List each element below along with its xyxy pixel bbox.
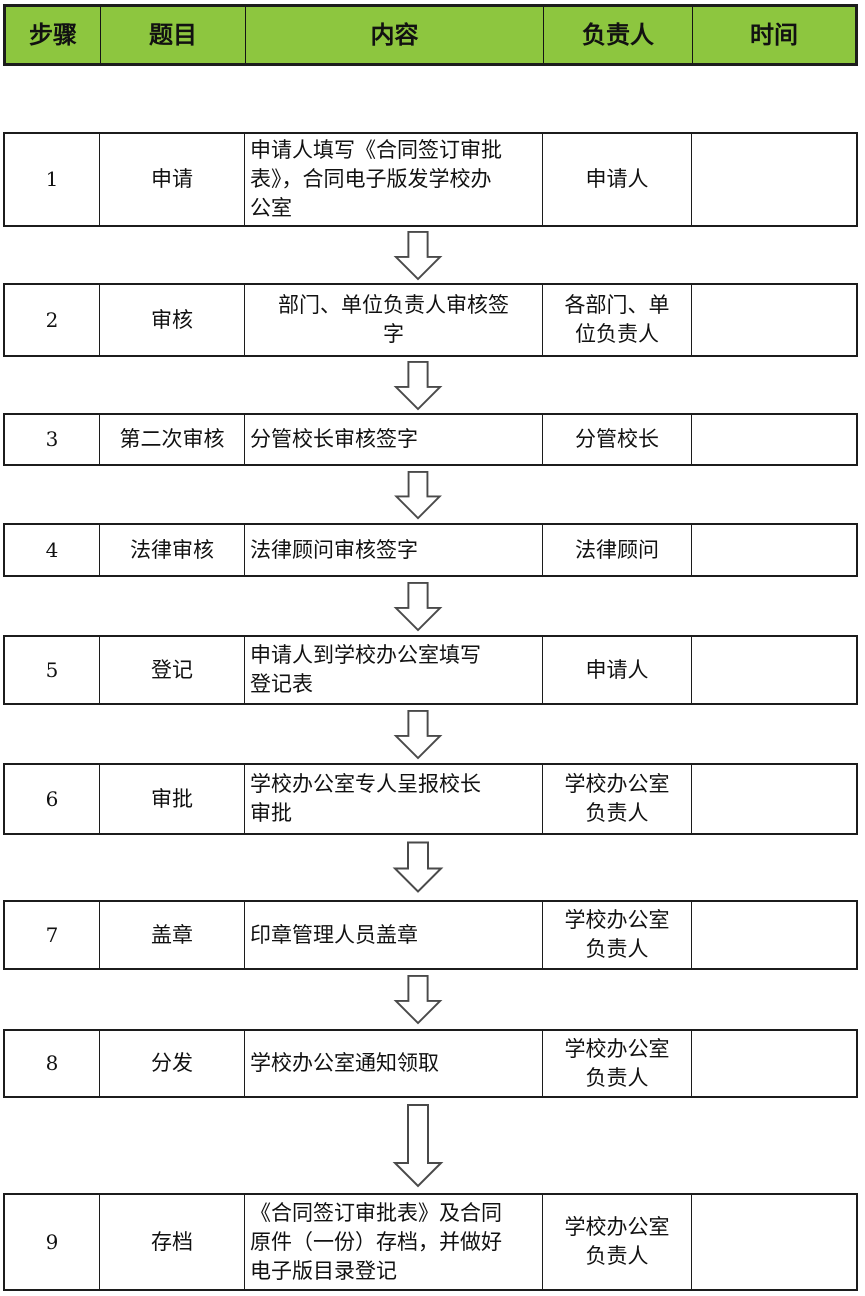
process-row-6: 6 审批 学校办公室专人呈报校长 审批 学校办公室 负责人 (3, 763, 858, 835)
owner-cell: 法律顾问 (543, 525, 692, 575)
owner-cell: 各部门、单 位负责人 (543, 285, 692, 355)
down-arrow-icon (392, 582, 444, 632)
owner-cell: 申请人 (543, 134, 692, 225)
header-step: 步骤 (6, 7, 101, 63)
step-cell: 6 (5, 765, 100, 833)
content-cell: 《合同签订审批表》及合同 原件（一份）存档，并做好 电子版目录登记 (245, 1195, 543, 1289)
content-cell: 法律顾问审核签字 (245, 525, 543, 575)
down-arrow-icon (392, 841, 444, 894)
title-cell: 法律审核 (100, 525, 245, 575)
header-content: 内容 (246, 7, 544, 63)
time-cell (692, 902, 856, 968)
process-row-1: 1 申请 申请人填写《合同签订审批 表》，合同电子版发学校办 公室 申请人 (3, 132, 858, 227)
time-cell (692, 415, 856, 464)
title-cell: 审核 (100, 285, 245, 355)
owner-cell: 学校办公室 负责人 (543, 1195, 692, 1289)
title-cell: 盖章 (100, 902, 245, 968)
header-owner: 负责人 (544, 7, 693, 63)
time-cell (692, 1031, 856, 1096)
process-row-2: 2 审核 部门、单位负责人审核签 字 各部门、单 位负责人 (3, 283, 858, 357)
time-cell (692, 1195, 856, 1289)
time-cell (692, 525, 856, 575)
owner-cell: 申请人 (543, 637, 692, 703)
down-arrow-icon (392, 471, 444, 520)
title-cell: 申请 (100, 134, 245, 225)
down-arrow-icon (392, 361, 444, 411)
down-arrow-icon (392, 975, 444, 1025)
step-cell: 7 (5, 902, 100, 968)
process-row-7: 7 盖章 印章管理人员盖章 学校办公室 负责人 (3, 900, 858, 970)
time-cell (692, 134, 856, 225)
title-cell: 存档 (100, 1195, 245, 1289)
title-cell: 第二次审核 (100, 415, 245, 464)
process-row-8: 8 分发 学校办公室通知领取 学校办公室 负责人 (3, 1029, 858, 1098)
step-cell: 3 (5, 415, 100, 464)
process-row-9: 9 存档 《合同签订审批表》及合同 原件（一份）存档，并做好 电子版目录登记 学… (3, 1193, 858, 1291)
table-header: 步骤 题目 内容 负责人 时间 (3, 4, 858, 66)
down-arrow-icon (392, 710, 444, 760)
content-cell: 申请人到学校办公室填写 登记表 (245, 637, 543, 703)
owner-cell: 分管校长 (543, 415, 692, 464)
step-cell: 9 (5, 1195, 100, 1289)
content-cell: 分管校长审核签字 (245, 415, 543, 464)
title-cell: 登记 (100, 637, 245, 703)
down-arrow-icon (392, 231, 444, 281)
header-title: 题目 (101, 7, 246, 63)
content-cell: 学校办公室通知领取 (245, 1031, 543, 1096)
owner-cell: 学校办公室 负责人 (543, 1031, 692, 1096)
step-cell: 1 (5, 134, 100, 225)
title-cell: 审批 (100, 765, 245, 833)
owner-cell: 学校办公室 负责人 (543, 765, 692, 833)
owner-cell: 学校办公室 负责人 (543, 902, 692, 968)
process-row-4: 4 法律审核 法律顾问审核签字 法律顾问 (3, 523, 858, 577)
content-cell: 学校办公室专人呈报校长 审批 (245, 765, 543, 833)
title-cell: 分发 (100, 1031, 245, 1096)
time-cell (692, 765, 856, 833)
time-cell (692, 285, 856, 355)
step-cell: 8 (5, 1031, 100, 1096)
process-row-5: 5 登记 申请人到学校办公室填写 登记表 申请人 (3, 635, 858, 705)
header-time: 时间 (693, 7, 855, 63)
process-row-3: 3 第二次审核 分管校长审核签字 分管校长 (3, 413, 858, 466)
down-arrow-icon (392, 1104, 444, 1188)
step-cell: 2 (5, 285, 100, 355)
time-cell (692, 637, 856, 703)
content-cell: 申请人填写《合同签订审批 表》，合同电子版发学校办 公室 (245, 134, 543, 225)
step-cell: 5 (5, 637, 100, 703)
content-cell: 印章管理人员盖章 (245, 902, 543, 968)
step-cell: 4 (5, 525, 100, 575)
content-cell: 部门、单位负责人审核签 字 (245, 285, 543, 355)
